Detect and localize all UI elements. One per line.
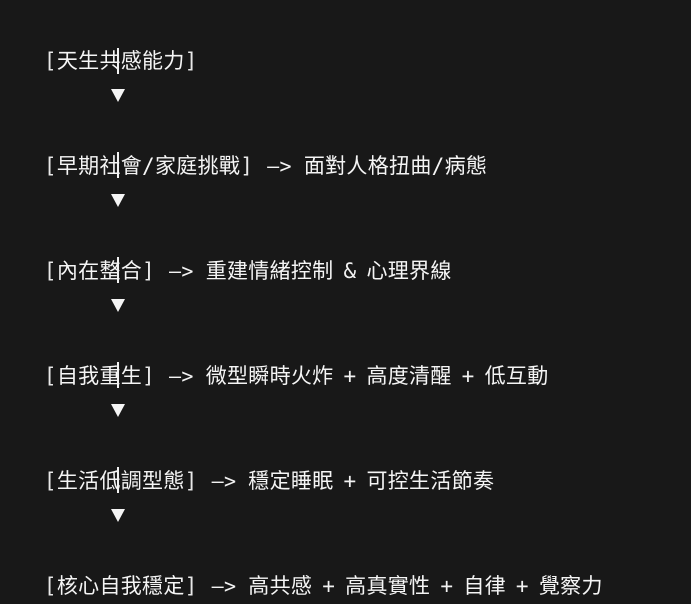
ampersand: & xyxy=(343,259,357,283)
bracket-close: ] xyxy=(184,469,198,493)
outcome-part: 穩定睡眠 xyxy=(248,469,334,493)
stage-inner-integration: [內在整合] —> 重建情緒控制&心理界線 xyxy=(18,217,452,283)
bracket-close: ] xyxy=(240,154,254,178)
right-arrow-icon: —> xyxy=(169,364,194,388)
plus: + xyxy=(322,574,336,598)
outcome-part: 高真實性 xyxy=(345,574,431,598)
plus: + xyxy=(440,574,454,598)
bracket-open: [ xyxy=(43,469,57,493)
bracket-open: [ xyxy=(43,154,57,178)
outcome-part: 高度清醒 xyxy=(366,364,452,388)
bracket-close: ] xyxy=(184,574,198,598)
outcome-part: 低互動 xyxy=(484,364,549,388)
bracket-open: [ xyxy=(43,364,57,388)
stage-label: 早期社會/家庭挑戰 xyxy=(56,154,241,178)
down-arrow-icon xyxy=(111,194,125,207)
stage-label: 內在整合 xyxy=(56,259,143,283)
outcome-part: 心理界線 xyxy=(366,259,452,283)
bracket-open: [ xyxy=(43,259,57,283)
right-arrow-icon: —> xyxy=(211,574,237,598)
connector-line xyxy=(117,257,119,283)
bracket-open: [ xyxy=(43,49,57,73)
stage-early-challenges: [早期社會/家庭挑戰] —> 面對人格扭曲/病態 xyxy=(18,112,487,178)
outcome-part: 重建情緒控制 xyxy=(205,259,334,283)
stage-label: 生活低調型態 xyxy=(56,469,185,493)
outcome-part: 高共感 xyxy=(248,574,313,598)
stage-self-rebirth: [自我重生] —> 微型瞬時火炸 + 高度清醒 + 低互動 xyxy=(18,322,549,388)
down-arrow-icon xyxy=(111,509,125,522)
bracket-close: ] xyxy=(142,259,155,283)
connector-line xyxy=(117,467,119,493)
bracket-close: ] xyxy=(184,49,198,73)
stage-core-self-stability: [核心自我穩定] —> 高共感 + 高真實性 + 自律 + 覺察力 xyxy=(18,532,603,598)
down-arrow-icon xyxy=(111,89,125,102)
connector-line xyxy=(117,48,119,74)
plus: + xyxy=(515,574,529,598)
stage-low-key-lifestyle: [生活低調型態] —> 穩定睡眠 + 可控生活節奏 xyxy=(18,427,494,493)
stage-label: 自我重生 xyxy=(56,364,143,388)
outcome-part: 可控生活節奏 xyxy=(366,469,495,493)
stage-label: 天生共感能力 xyxy=(56,49,185,73)
plus: + xyxy=(461,364,475,388)
bracket-close: ] xyxy=(142,364,155,388)
outcome-part: 覺察力 xyxy=(538,574,603,598)
down-arrow-icon xyxy=(111,299,125,312)
outcome-part: 自律 xyxy=(463,574,506,598)
outcome-part: 微型瞬時火炸 xyxy=(205,364,334,388)
stage-label: 核心自我穩定 xyxy=(56,574,185,598)
connector-line xyxy=(117,152,119,178)
bracket-open: [ xyxy=(43,574,57,598)
plus: + xyxy=(343,364,357,388)
connector-line xyxy=(117,362,119,388)
stage-outcome: 面對人格扭曲/病態 xyxy=(303,154,488,178)
down-arrow-icon xyxy=(111,404,125,417)
stage-innate-empathy: [天生共感能力] xyxy=(18,7,198,73)
right-arrow-icon: —> xyxy=(267,154,292,178)
right-arrow-icon: —> xyxy=(169,259,194,283)
plus: + xyxy=(343,469,357,493)
right-arrow-icon: —> xyxy=(211,469,237,493)
